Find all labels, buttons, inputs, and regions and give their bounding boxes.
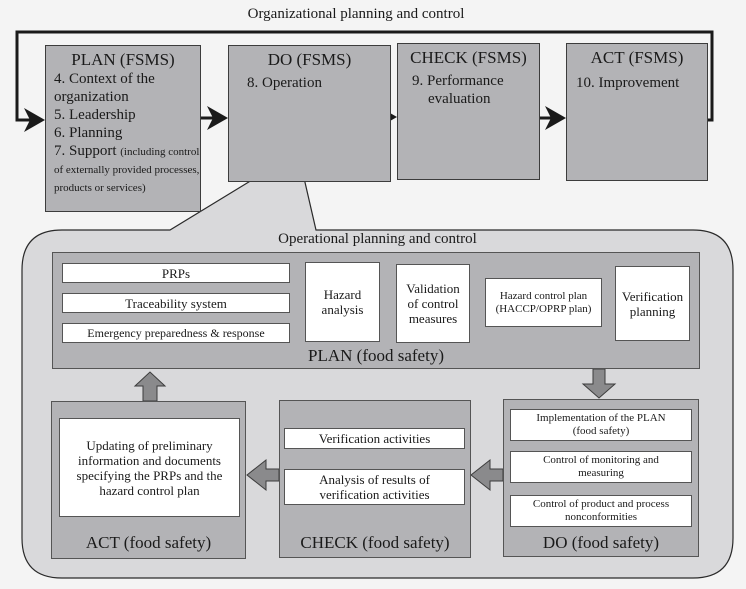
fsms-plan-support-note: (including control of externally provide… <box>54 146 200 194</box>
fsms-check-box: CHECK (FSMS) 9. Performance evaluation <box>397 43 540 180</box>
fsms-plan-item: organization <box>54 89 129 105</box>
fsms-plan-item: 6. Planning <box>54 125 123 141</box>
implementation-box: Implementation of the PLAN (food safety) <box>510 409 692 441</box>
hazard-control-plan-box: Hazard control plan (HACCP/OPRP plan) <box>485 278 602 327</box>
analysis-results-box: Analysis of results of verification acti… <box>284 469 465 505</box>
operational-title: Operational planning and control <box>278 231 477 247</box>
fsms-do-box: DO (FSMS) 8. Operation <box>228 45 391 182</box>
act-updating-box: Updating of preliminary information and … <box>59 418 240 517</box>
prps-box: PRPs <box>62 263 290 283</box>
fsms-plan-item: 4. Context of the <box>54 71 155 87</box>
fsms-do-item: 8. Operation <box>247 75 322 91</box>
fsms-plan-box: PLAN (FSMS) 4. Context of the organizati… <box>45 45 201 212</box>
fsms-plan-title: PLAN (FSMS) <box>71 50 175 69</box>
fsms-plan-item: 7. Support <box>54 143 117 159</box>
verification-activities-box: Verification activities <box>284 428 465 449</box>
fsms-plan-item: 5. Leadership <box>54 107 136 123</box>
monitoring-box: Control of monitoring and measuring <box>510 451 692 483</box>
validation-box: Validation of control measures <box>396 264 470 343</box>
do-food-safety-label: DO (food safety) <box>542 533 660 552</box>
arrow-check-to-act <box>246 458 280 492</box>
fsms-check-item: 9. Performance <box>412 73 504 89</box>
fsms-check-title: CHECK (FSMS) <box>410 48 527 67</box>
organizational-title: Organizational planning and control <box>247 6 465 22</box>
arrow-plan-to-do <box>581 368 617 399</box>
emergency-box: Emergency preparedness & response <box>62 323 290 343</box>
fsms-act-item: 10. Improvement <box>576 75 680 91</box>
fsms-act-title: ACT (FSMS) <box>590 48 684 67</box>
traceability-box: Traceability system <box>62 293 290 313</box>
act-food-safety-label: ACT (food safety) <box>85 533 212 552</box>
nonconformities-box: Control of product and process nonconfor… <box>510 495 692 527</box>
fsms-do-title: DO (FSMS) <box>267 50 352 69</box>
fsms-check-item: evaluation <box>428 91 491 107</box>
arrow-do-to-check <box>470 458 504 492</box>
fsms-act-box: ACT (FSMS) 10. Improvement <box>566 43 708 181</box>
verification-planning-box: Verification planning <box>615 266 690 341</box>
loop-line <box>15 30 714 132</box>
check-food-safety-label: CHECK (food safety) <box>300 533 450 552</box>
arrow-act-to-plan <box>133 371 167 402</box>
hazard-analysis-box: Hazard analysis <box>305 262 380 342</box>
plan-food-safety-label: PLAN (food safety) <box>308 346 444 365</box>
